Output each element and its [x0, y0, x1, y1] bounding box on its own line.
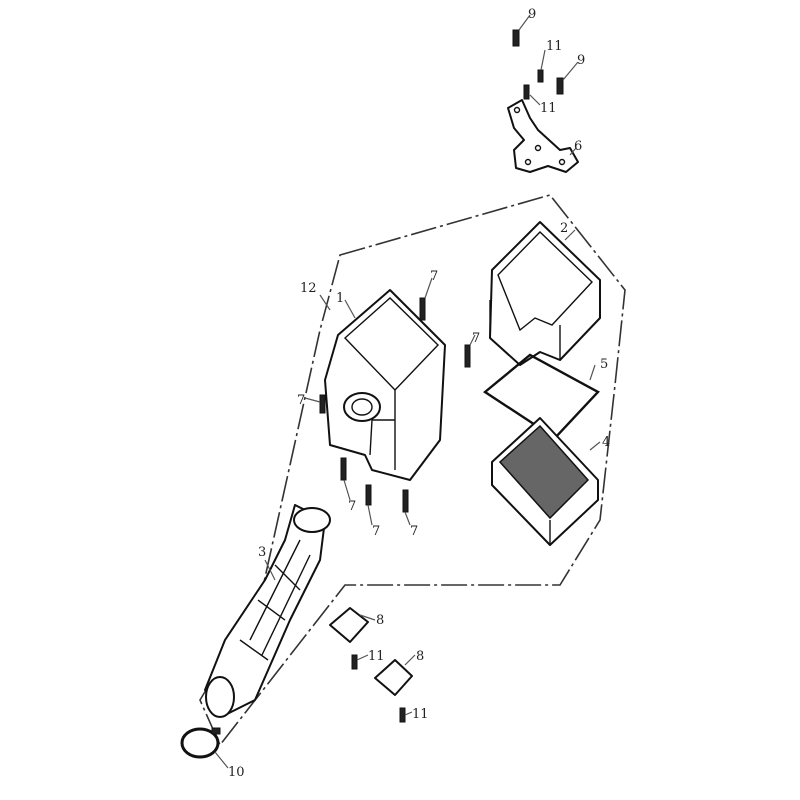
mounting-bracket: [507, 99, 579, 173]
callout-label: 6: [574, 139, 582, 154]
air-box-housing: [324, 289, 446, 481]
callout-label: 7: [410, 524, 418, 539]
screw-icon: [464, 344, 471, 368]
callout-label: 11: [546, 39, 563, 54]
clip: [329, 607, 369, 643]
screw-icon: [419, 297, 426, 321]
air-box-cover: [489, 221, 601, 366]
callout-label: 7: [297, 393, 305, 408]
bolt-icon: [556, 77, 564, 95]
callout-label: 3: [258, 545, 266, 560]
screw-icon: [340, 457, 347, 481]
callout-label: 10: [228, 765, 245, 780]
callout-label: 11: [412, 707, 429, 722]
bolt-icon: [512, 29, 520, 47]
callout-label: 7: [372, 524, 380, 539]
callout-label: 12: [300, 281, 317, 296]
screw-icon: [399, 707, 406, 723]
callout-label: 7: [430, 269, 438, 284]
screw-icon: [351, 654, 358, 670]
intake-duct: [204, 504, 331, 718]
callout-label: 9: [528, 7, 536, 22]
callout-label: 7: [348, 499, 356, 514]
callout-label: 2: [560, 221, 568, 236]
bolt-icon: [523, 84, 530, 100]
screw-icon: [319, 394, 326, 414]
callout-label: 1: [336, 291, 344, 306]
gasket: [482, 353, 600, 440]
callout-label: 8: [376, 613, 384, 628]
callout-label: 5: [600, 357, 608, 372]
bolt-icon: [537, 69, 544, 83]
callout-label: 11: [368, 649, 385, 664]
assembly-boundary: [199, 194, 626, 747]
screw-icon: [365, 484, 372, 506]
hose-clamp: [180, 727, 221, 759]
callout-label: 8: [416, 649, 424, 664]
screw-icon: [402, 489, 409, 513]
callout-label: 11: [540, 101, 557, 116]
air-filter: [491, 417, 599, 546]
callout-label: 7: [472, 331, 480, 346]
callout-label: 4: [602, 435, 610, 450]
callout-label: 9: [577, 53, 585, 68]
clip: [374, 659, 413, 696]
